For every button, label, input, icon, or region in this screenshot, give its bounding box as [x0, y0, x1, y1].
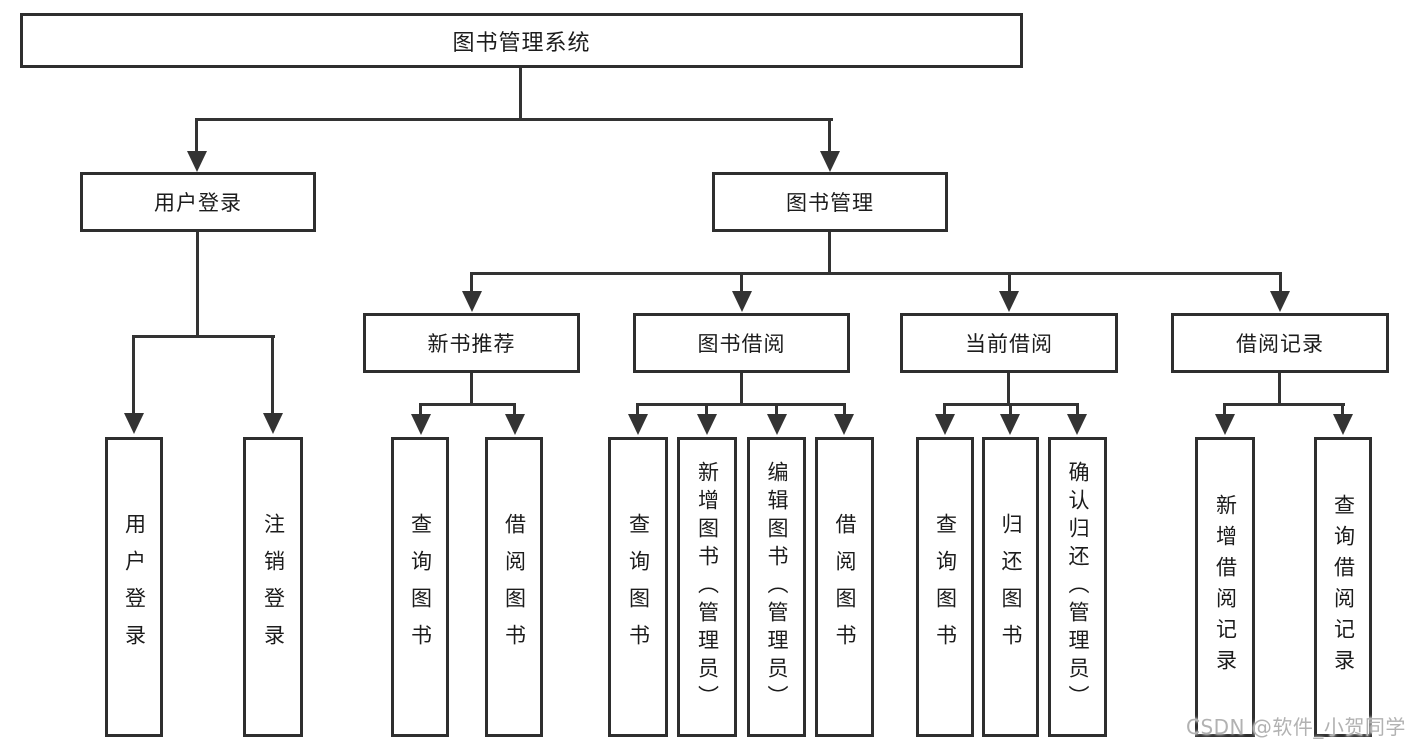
node-bb-query-book: 查询图书 — [608, 437, 668, 737]
node-user-login-action: 用户登录 — [105, 437, 163, 737]
connector-bb-trunk — [740, 373, 743, 405]
connector-rec-split — [419, 403, 516, 406]
connector-drop-new-book — [470, 272, 473, 293]
node-br-add-record: 新增借阅记录 — [1195, 437, 1255, 737]
arrowhead-down-icon — [411, 414, 431, 435]
connector-cb-trunk — [1007, 373, 1010, 405]
node-cb-query-book: 查询图书 — [916, 437, 974, 737]
arrowhead-down-icon — [124, 413, 144, 434]
connector-drop — [705, 403, 708, 416]
connector-br-split — [1223, 403, 1345, 406]
arrowhead-down-icon — [1000, 414, 1020, 435]
connector-bb-split — [636, 403, 846, 406]
connector-drop — [1223, 403, 1226, 416]
arrowhead-down-icon — [834, 414, 854, 435]
node-bb-add-book-admin-label: 新增图书（管理员） — [695, 461, 720, 713]
arrowhead-down-icon — [1270, 291, 1290, 312]
node-bb-add-book-admin: 新增图书（管理员） — [677, 437, 737, 737]
node-current-borrowing-label: 当前借阅 — [965, 332, 1053, 356]
connector-level3-split — [470, 272, 1282, 275]
node-bb-edit-book-admin-label: 编辑图书（管理员） — [765, 461, 789, 713]
connector-root-trunk — [519, 68, 522, 121]
connector-drop-logout — [271, 335, 274, 415]
node-rec-borrow-book: 借阅图书 — [485, 437, 543, 737]
node-borrowing-records-label: 借阅记录 — [1236, 332, 1324, 356]
connector-drop — [636, 403, 639, 416]
node-cb-confirm-return-admin-label: 确认归还（管理员） — [1066, 461, 1090, 713]
node-logout-action-label: 注销登录 — [261, 513, 286, 661]
connector-drop — [1076, 403, 1079, 416]
node-user-login-action-label: 用户登录 — [122, 513, 147, 661]
arrowhead-down-icon — [767, 414, 787, 435]
connector-book-mgmt-trunk — [828, 232, 831, 275]
node-library-system: 图书管理系统 — [20, 13, 1023, 68]
connector-drop — [943, 403, 946, 416]
arrowhead-down-icon — [628, 414, 648, 435]
arrowhead-down-icon — [732, 291, 752, 312]
node-logout-action: 注销登录 — [243, 437, 303, 737]
connector-drop — [513, 403, 516, 416]
node-library-system-label: 图书管理系统 — [452, 30, 591, 56]
arrowhead-down-icon — [1333, 414, 1353, 435]
connector-drop-borrow-records — [1279, 272, 1282, 293]
connector-drop-book-mgmt — [828, 118, 831, 153]
arrowhead-down-icon — [935, 414, 955, 435]
node-book-management-label: 图书管理 — [786, 191, 874, 215]
connector-drop — [775, 403, 778, 416]
node-bb-borrow-book-label: 借阅图书 — [833, 513, 857, 661]
connector-drop-book-borrow — [740, 272, 743, 293]
node-br-add-record-label: 新增借阅记录 — [1213, 494, 1238, 680]
arrowhead-down-icon — [187, 151, 207, 172]
node-rec-query-book-label: 查询图书 — [408, 513, 433, 661]
arrowhead-down-icon — [462, 291, 482, 312]
arrowhead-down-icon — [999, 291, 1019, 312]
arrowhead-down-icon — [697, 414, 717, 435]
node-new-book-recommend-label: 新书推荐 — [427, 332, 516, 356]
node-user-login-module-label: 用户登录 — [154, 191, 242, 215]
connector-br-trunk — [1278, 373, 1281, 405]
node-user-login-module: 用户登录 — [80, 172, 316, 232]
connector-drop — [843, 403, 846, 416]
connector-drop-login — [132, 335, 135, 415]
node-bb-edit-book-admin: 编辑图书（管理员） — [747, 437, 806, 737]
connector-user-login-split — [132, 335, 275, 338]
arrowhead-down-icon — [1215, 414, 1235, 435]
node-current-borrowing: 当前借阅 — [900, 313, 1118, 373]
arrowhead-down-icon — [820, 151, 840, 172]
connector-drop-user-login — [195, 118, 198, 153]
connector-drop-current-borrow — [1008, 272, 1011, 293]
connector-user-login-trunk — [196, 232, 199, 338]
arrowhead-down-icon — [263, 413, 283, 434]
connector-drop — [419, 403, 422, 416]
arrowhead-down-icon — [505, 414, 525, 435]
csdn-watermark: CSDN @软件_小贺同学 — [1186, 715, 1405, 739]
node-new-book-recommend: 新书推荐 — [363, 313, 580, 373]
node-cb-query-book-label: 查询图书 — [933, 513, 958, 661]
node-book-borrowing-label: 图书借阅 — [697, 332, 786, 356]
node-book-borrowing: 图书借阅 — [633, 313, 850, 373]
node-cb-return-book: 归还图书 — [982, 437, 1039, 737]
arrowhead-down-icon — [1067, 414, 1087, 435]
node-rec-query-book: 查询图书 — [391, 437, 449, 737]
connector-drop — [1009, 403, 1012, 416]
node-cb-confirm-return-admin: 确认归还（管理员） — [1048, 437, 1107, 737]
node-bb-query-book-label: 查询图书 — [626, 513, 651, 661]
node-br-query-record: 查询借阅记录 — [1314, 437, 1372, 737]
node-rec-borrow-book-label: 借阅图书 — [502, 513, 527, 661]
node-borrowing-records: 借阅记录 — [1171, 313, 1389, 373]
node-br-query-record-label: 查询借阅记录 — [1331, 494, 1356, 680]
node-cb-return-book-label: 归还图书 — [999, 513, 1023, 661]
node-book-management: 图书管理 — [712, 172, 948, 232]
node-bb-borrow-book: 借阅图书 — [815, 437, 874, 737]
connector-rec-trunk — [470, 373, 473, 405]
connector-level1-split — [195, 118, 833, 121]
connector-drop — [1341, 403, 1344, 416]
